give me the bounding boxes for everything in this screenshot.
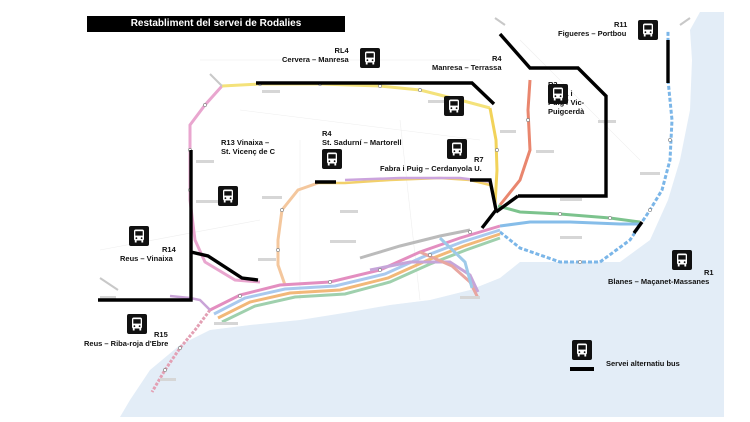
sea-area: [120, 12, 724, 417]
bus-icon: [129, 226, 149, 246]
route-label-r1: R1 Blanes – Maçanet-Massanes: [608, 268, 714, 286]
bus-icon: [360, 48, 380, 68]
route-label-r14: R14 Reus – Vinaixa: [120, 245, 176, 263]
bus-route-r4-r3: [498, 32, 608, 198]
rail-line-r3: [498, 79, 532, 206]
bus-route-r7: [470, 178, 498, 230]
rail-line-rl3: [276, 181, 319, 286]
rail-line-r15: [150, 309, 212, 393]
arrow-riba: [99, 277, 119, 291]
route-label-r4-sadurni: R4 St. Sadurní – Martorell: [322, 129, 402, 147]
bus-icon: [638, 20, 658, 40]
bus-icon: [447, 139, 467, 159]
title-banner: Restabliment del servei de Rodalies: [87, 16, 345, 32]
central-bundle: [209, 224, 501, 324]
bus-icon: [127, 314, 147, 334]
arrow-lleida: [209, 73, 223, 87]
bus-route-r13-r14: [98, 150, 259, 302]
legend-label: Servei alternatiu bus: [606, 359, 680, 368]
base-roads: [99, 39, 641, 301]
rail-line-r4-north: [488, 107, 499, 206]
legend-bus-line: [570, 367, 594, 371]
bus-icon: [548, 84, 568, 104]
rail-line-r1: [499, 220, 640, 228]
route-label-rl4: RL4 Cervera – Manresa: [282, 46, 349, 64]
legend-bus-icon: [572, 340, 592, 360]
bus-icon: [444, 96, 464, 116]
route-label-r15: R15 Reus – Riba-roja d'Ebre: [84, 330, 169, 348]
bus-icon: [218, 186, 238, 206]
bus-route-r1: [632, 221, 644, 234]
bus-routes: [98, 32, 670, 302]
route-label-r11: R11 Figueres – Portbou: [558, 20, 628, 38]
route-label-r13: R13 Vinaixa – St. Vicenç de C: [221, 138, 276, 156]
bus-route-rl4: [256, 81, 496, 106]
bus-route-r3-b: [495, 194, 519, 214]
route-label-r7: R7 Fabra i Puig – Cerdanyola U.: [380, 155, 484, 173]
arrow-portbou: [679, 17, 691, 26]
rail-line-r16: [169, 294, 211, 311]
arrow-puigcerda: [494, 17, 506, 26]
bus-icon: [672, 250, 692, 270]
bus-icon: [322, 149, 342, 169]
route-label-r4-manresa: R4 Manresa – Terrassa: [432, 54, 502, 72]
